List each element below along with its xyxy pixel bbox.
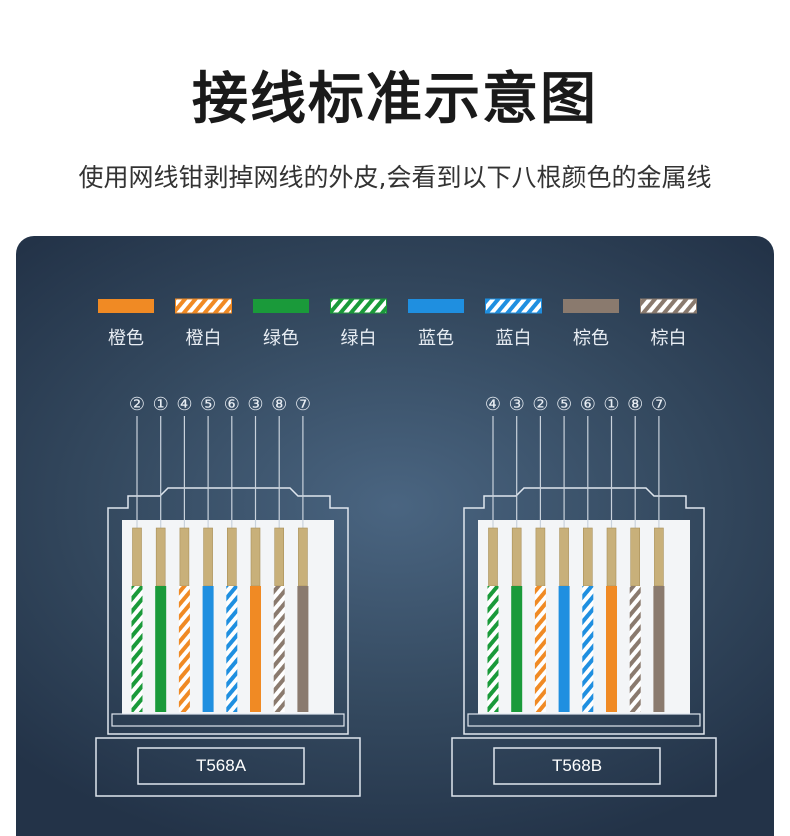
- pin-number: ⑤: [556, 394, 573, 415]
- gold-contact: [203, 527, 213, 587]
- gold-contact: [606, 527, 617, 587]
- striped-wire: [629, 586, 641, 712]
- gold-contact: [582, 527, 593, 587]
- plug-shell: [463, 487, 705, 735]
- solid-wire: [511, 586, 523, 712]
- pin-number: ①: [603, 394, 620, 415]
- legend-label: 橙白: [185, 328, 222, 349]
- legend-label: 棕色: [573, 328, 609, 349]
- striped-wire: [178, 586, 190, 712]
- pin-number: ③: [247, 394, 264, 415]
- pin-number: ②: [128, 394, 146, 415]
- legend-label: 绿色: [263, 328, 299, 349]
- standard-label: T568B: [551, 756, 603, 775]
- striped-blue-swatch: [485, 298, 542, 314]
- page-title: 接线标准示意图: [192, 67, 598, 132]
- pin-number: ①: [152, 394, 169, 415]
- plug-base: [95, 737, 361, 797]
- pin-number: ⑥: [579, 394, 596, 415]
- striped-wire: [273, 586, 285, 712]
- plug-label-box: [493, 747, 661, 785]
- striped-wire: [487, 586, 499, 712]
- legend-label: 蓝色: [418, 328, 454, 349]
- pin-number: ⑦: [294, 394, 311, 415]
- gold-contact: [274, 527, 285, 587]
- solid-wire: [250, 586, 261, 712]
- standard-label: T568A: [195, 756, 247, 775]
- gold-contact: [179, 527, 190, 587]
- striped-orange-swatch: [175, 298, 232, 314]
- pin-number: ④: [484, 394, 502, 415]
- pin-number: ⑤: [200, 394, 217, 415]
- gold-contact: [535, 527, 546, 587]
- gold-contact: [511, 527, 522, 587]
- solid-wire: [155, 586, 167, 712]
- solid-wire: [202, 586, 214, 712]
- legend-label: 橙色: [108, 328, 144, 349]
- gold-contact: [250, 527, 261, 587]
- pin-number: ⑧: [271, 394, 288, 415]
- solid-wire: [297, 586, 309, 712]
- plug-base: [451, 737, 717, 797]
- gold-contact: [227, 527, 237, 587]
- striped-wire: [534, 586, 546, 712]
- plug-label-box: [137, 747, 305, 785]
- solid-wire: [653, 586, 665, 712]
- striped-wire: [226, 586, 238, 712]
- legend-label: 棕白: [650, 328, 687, 349]
- connectors: [95, 416, 717, 797]
- gold-contact: [488, 527, 498, 587]
- solid-wire: [558, 586, 570, 712]
- solid-orange-swatch: [98, 299, 154, 313]
- striped-wire: [582, 586, 594, 712]
- pin-number: ⑦: [650, 394, 667, 415]
- striped-brown-swatch: [640, 298, 697, 314]
- striped-wire: [131, 586, 143, 712]
- gold-contact: [654, 527, 664, 587]
- connector-t568a: [95, 416, 361, 797]
- gold-contact: [155, 527, 166, 587]
- page-subtitle: 使用网线钳剥掉网线的外皮,会看到以下八根颜色的金属线: [78, 163, 712, 192]
- connector-t568b: [451, 416, 717, 797]
- pin-number: ③: [508, 394, 525, 415]
- pin-number: ④: [176, 394, 193, 415]
- striped-green-swatch: [330, 298, 387, 314]
- gold-contact: [132, 527, 142, 587]
- gold-contact: [298, 527, 308, 587]
- gold-contact: [559, 527, 569, 587]
- solid-brown-swatch: [563, 299, 619, 313]
- legend-label: 绿白: [340, 328, 377, 349]
- wiring-diagram: [95, 298, 717, 797]
- legend-swatches: [98, 298, 697, 314]
- solid-wire: [606, 586, 617, 712]
- plug-shell: [107, 487, 349, 735]
- solid-blue-swatch: [408, 299, 464, 313]
- solid-green-swatch: [253, 299, 309, 313]
- pin-number: ⑧: [627, 394, 644, 415]
- gold-contact: [630, 527, 641, 587]
- legend-label: 蓝白: [495, 328, 532, 349]
- pin-number: ⑥: [223, 394, 240, 415]
- pin-number: ②: [532, 394, 549, 415]
